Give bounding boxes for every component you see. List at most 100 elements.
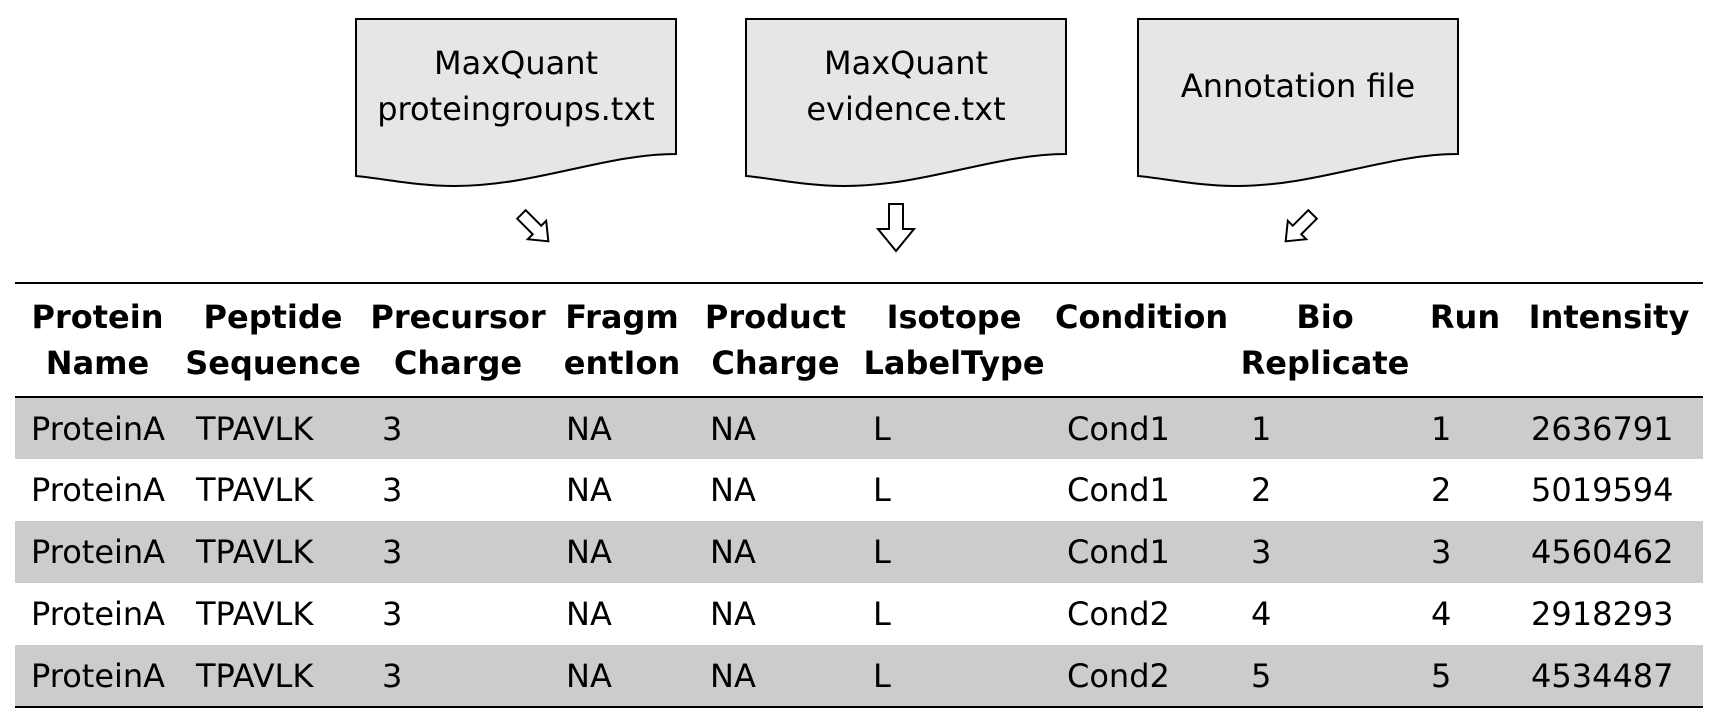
table-row: ProteinA TPAVLK 3 NA NA L Cond1 1 1 2636… <box>15 397 1703 459</box>
table-cell: NA <box>566 409 612 448</box>
table-cell: Cond1 <box>1067 409 1170 448</box>
table-cell: ProteinA <box>31 595 166 633</box>
table-cell: L <box>873 533 891 571</box>
input-file-label-line: Annotation file <box>1180 67 1416 105</box>
table-cell: ProteinA <box>31 471 166 509</box>
table-cell: 4534487 <box>1531 656 1674 695</box>
column-header-line: Sequence <box>185 344 361 382</box>
column-header-line: Run <box>1429 298 1501 336</box>
table-cell: TPAVLK <box>196 471 314 509</box>
table-row: ProteinA TPAVLK 3 NA NA L Cond2 4 4 2918… <box>15 583 1703 645</box>
column-header: Bio Replicate <box>1235 283 1415 397</box>
arrow-down-left-icon <box>1284 208 1319 243</box>
msstats-input-table: Protein Name Peptide Sequence Precursor … <box>15 282 1703 708</box>
table-cell: NA <box>710 409 756 448</box>
table-cell: TPAVLK <box>196 595 314 633</box>
table-cell: NA <box>566 656 612 695</box>
column-header: Intensity <box>1515 283 1703 397</box>
table-cell: TPAVLK <box>196 533 314 571</box>
table-cell: NA <box>566 533 612 571</box>
column-header-line: Name <box>45 344 150 382</box>
table-cell: 3 <box>382 471 403 509</box>
column-header: Peptide Sequence <box>180 283 366 397</box>
table-cell: 5 <box>1251 656 1272 695</box>
table-cell: 3 <box>382 409 403 448</box>
column-header-line: Protein <box>31 298 164 336</box>
input-file-label-line: evidence.txt <box>806 90 1006 128</box>
input-file-proteingroups: MaxQuant proteingroups.txt <box>355 18 677 188</box>
table-cell: 2 <box>1431 471 1452 509</box>
table-cell: ProteinA <box>31 533 166 571</box>
column-header-line: Product <box>704 298 847 336</box>
table-cell: NA <box>566 595 612 633</box>
table-cell: 5 <box>1431 656 1452 695</box>
document-shape-icon <box>745 18 1067 188</box>
column-header-line: Fragm <box>565 298 679 336</box>
table-cell: L <box>873 471 891 509</box>
table-cell: ProteinA <box>31 656 166 695</box>
table-cell: L <box>873 409 891 448</box>
arrow-down-icon <box>875 203 917 253</box>
document-shape-icon <box>355 18 677 188</box>
input-file-label: MaxQuant evidence.txt <box>745 18 1067 154</box>
table-cell: 4560462 <box>1531 533 1674 571</box>
table-cell: 1 <box>1431 409 1452 448</box>
table-row: ProteinA TPAVLK 3 NA NA L Cond1 3 3 4560… <box>15 521 1703 583</box>
table-cell: 2 <box>1251 471 1272 509</box>
column-header-line: Peptide <box>203 298 343 336</box>
table-cell: 4 <box>1251 595 1272 633</box>
column-header-line: entIon <box>563 344 681 382</box>
column-header-line: Condition <box>1055 298 1229 336</box>
table-cell: L <box>873 595 891 633</box>
table-cell: L <box>873 656 891 695</box>
table-cell: 3 <box>382 656 403 695</box>
table-cell: Cond1 <box>1067 533 1170 571</box>
document-shape-icon <box>1137 18 1459 188</box>
table-row: ProteinA TPAVLK 3 NA NA L Cond1 2 2 5019… <box>15 459 1703 521</box>
table-cell: NA <box>710 471 756 509</box>
table-cell: ProteinA <box>31 409 166 448</box>
input-file-label-line: MaxQuant <box>823 44 989 82</box>
table-header-row: Protein Name Peptide Sequence Precursor … <box>15 283 1703 397</box>
column-header: Precursor Charge <box>366 283 550 397</box>
table-cell: 5019594 <box>1531 471 1674 509</box>
table-cell: NA <box>566 471 612 509</box>
column-header: Fragm entIon <box>550 283 694 397</box>
input-file-evidence: MaxQuant evidence.txt <box>745 18 1067 188</box>
table-row: ProteinA TPAVLK 3 NA NA L Cond2 5 5 4534… <box>15 645 1703 707</box>
column-header-line: Charge <box>711 344 840 382</box>
input-file-annotation: Annotation file <box>1137 18 1459 188</box>
column-header: Protein Name <box>15 283 180 397</box>
table-cell: NA <box>710 656 756 695</box>
table-cell: 1 <box>1251 409 1272 448</box>
column-header-line: LabelType <box>863 344 1045 382</box>
table-cell: 2636791 <box>1531 409 1674 448</box>
arrow-down-right-icon <box>515 208 550 243</box>
table-cell: NA <box>710 595 756 633</box>
table-cell: Cond2 <box>1067 656 1170 695</box>
column-header: Condition <box>1051 283 1235 397</box>
column-header-line: Precursor <box>370 298 546 336</box>
table-cell: 2918293 <box>1531 595 1674 633</box>
column-header-line: Intensity <box>1528 298 1690 336</box>
table-cell: Cond1 <box>1067 471 1170 509</box>
column-header: Product Charge <box>694 283 857 397</box>
table-cell: 3 <box>382 533 403 571</box>
table-cell: TPAVLK <box>196 656 314 695</box>
column-header-line: Bio <box>1296 298 1354 336</box>
table-cell: 3 <box>1251 533 1272 571</box>
column-header-line: Isotope <box>886 298 1022 336</box>
column-header-line: Replicate <box>1240 344 1410 382</box>
input-file-label: MaxQuant proteingroups.txt <box>355 18 677 154</box>
input-file-label: Annotation file <box>1137 18 1459 154</box>
table-cell: NA <box>710 533 756 571</box>
table-cell: 4 <box>1431 595 1452 633</box>
column-header: Run <box>1415 283 1515 397</box>
table-cell: TPAVLK <box>196 409 314 448</box>
column-header-line: Charge <box>393 344 523 382</box>
table-cell: 3 <box>1431 533 1452 571</box>
table-cell: Cond2 <box>1067 595 1170 633</box>
input-file-label-line: MaxQuant <box>433 44 599 82</box>
table-cell: 3 <box>382 595 403 633</box>
input-file-label-line: proteingroups.txt <box>377 90 655 128</box>
